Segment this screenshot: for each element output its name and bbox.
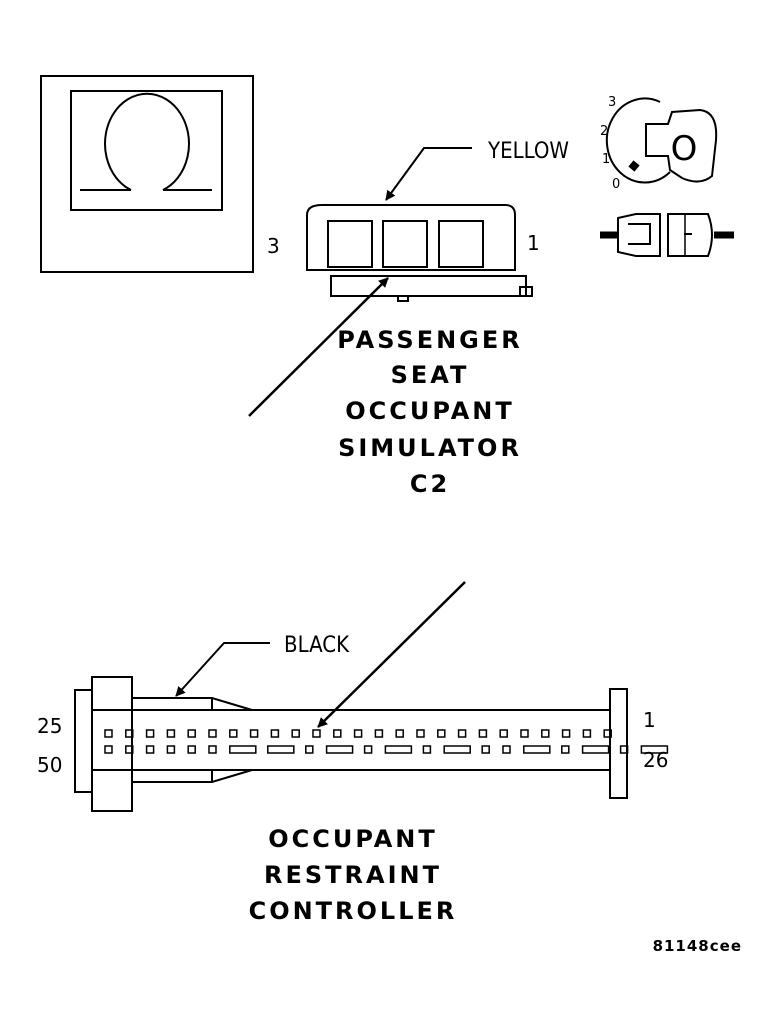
ignition-position-3: 3 xyxy=(608,95,616,110)
c2-title-line-5: C2 xyxy=(410,470,450,498)
orc-pin-cavity xyxy=(581,745,610,754)
orc-pin-cavity xyxy=(582,729,592,738)
orc-pin-cavity xyxy=(619,745,629,754)
orc-pin-cavity xyxy=(416,729,425,738)
orc-connector xyxy=(74,676,669,812)
orc-pin-cavity xyxy=(481,745,490,754)
orc-title-line-1: OCCUPANT xyxy=(268,825,438,853)
ignition-position-2: 2 xyxy=(600,124,608,139)
orc-pin-cavity xyxy=(523,745,551,754)
orc-pin-cavity xyxy=(561,745,570,754)
orc-pin-cavity xyxy=(267,745,295,754)
orc-pin-cavity xyxy=(384,745,413,754)
orc-pin-cavity xyxy=(249,729,259,738)
orc-pin-top-left: 25 xyxy=(37,714,62,738)
orc-pin-cavity xyxy=(422,745,432,754)
orc-pin-cavity xyxy=(478,729,488,738)
figure-id: 81148cee xyxy=(653,937,742,955)
orc-pin-cavity xyxy=(333,729,342,738)
orc-pin-cavity xyxy=(502,745,511,754)
orc-pin-cavity xyxy=(305,745,314,754)
orc-pin-cavity xyxy=(395,729,404,738)
c2-pin-left: 3 xyxy=(267,234,280,258)
orc-title-line-2: RESTRAINT xyxy=(264,861,442,889)
ignition-key-symbol: O xyxy=(671,129,698,169)
orc-pin-cavity xyxy=(499,729,508,738)
orc-pin-cavity xyxy=(640,745,669,754)
orc-color-callout: BLACK xyxy=(175,633,350,697)
orc-pin-cavity xyxy=(166,745,176,754)
orc-pin-cavity xyxy=(229,729,238,738)
orc-pin-cavity xyxy=(443,745,471,754)
orc-title-line-3: CONTROLLER xyxy=(249,897,458,925)
c2-title-line-4: SIMULATOR xyxy=(338,434,522,462)
orc-pin-cavity xyxy=(208,729,217,738)
simulator-symbol-icon xyxy=(40,75,254,273)
orc-pin-cavity xyxy=(104,745,113,754)
orc-pin-cavity xyxy=(363,745,373,754)
orc-pin-cavity xyxy=(603,729,612,738)
orc-pin-cavity xyxy=(208,745,217,754)
orc-pin-cavity xyxy=(374,729,384,738)
orc-color-label: BLACK xyxy=(284,633,350,658)
orc-pointer-arrow xyxy=(317,581,466,728)
c2-connector xyxy=(306,204,533,302)
orc-pin-bottom-right: 26 xyxy=(643,748,668,772)
orc-pin-cavity xyxy=(270,729,280,738)
c2-title: PASSENGER SEAT OCCUPANT SIMULATOR C2 xyxy=(337,326,523,498)
orc-pin-cavity xyxy=(291,729,300,738)
orc-pin-cavity xyxy=(125,729,134,738)
c2-color-callout: YELLOW xyxy=(385,139,569,201)
orc-pin-bottom-left: 50 xyxy=(37,753,62,777)
orc-pin-cavity xyxy=(437,729,446,738)
orc-pin-cavity xyxy=(166,729,176,738)
orc-pin-cavity xyxy=(187,729,196,738)
orc-pin-cavity xyxy=(541,729,550,738)
orc-pin-cavity xyxy=(353,729,363,738)
orc-pin-cavity xyxy=(187,745,196,754)
orc-pin-cavity xyxy=(229,745,257,754)
orc-pin-cavity xyxy=(145,745,155,754)
c2-title-line-3: OCCUPANT xyxy=(345,397,515,425)
orc-pin-cavity xyxy=(145,729,155,738)
orc-pin-cavity xyxy=(104,729,113,738)
orc-pin-cavity xyxy=(520,729,529,738)
c2-color-label: YELLOW xyxy=(487,139,569,164)
orc-title: OCCUPANT RESTRAINT CONTROLLER xyxy=(249,825,458,925)
orc-pin-cavity xyxy=(325,745,354,754)
c2-title-line-2: SEAT xyxy=(391,361,470,389)
ignition-key-icon: 3 2 1 0 O xyxy=(600,95,734,257)
orc-pin-cavity xyxy=(561,729,571,738)
orc-pin-cavity xyxy=(125,745,134,754)
orc-pin-cavity xyxy=(457,729,467,738)
ignition-position-0: 0 xyxy=(612,177,620,192)
c2-pointer-arrow xyxy=(248,277,389,417)
orc-pin-cavities xyxy=(104,729,669,754)
orc-pin-cavity xyxy=(312,729,321,738)
orc-pin-top-right: 1 xyxy=(643,708,656,732)
ignition-position-1: 1 xyxy=(602,152,610,167)
c2-pin-right: 1 xyxy=(527,231,540,255)
c2-title-line-1: PASSENGER xyxy=(337,326,523,354)
